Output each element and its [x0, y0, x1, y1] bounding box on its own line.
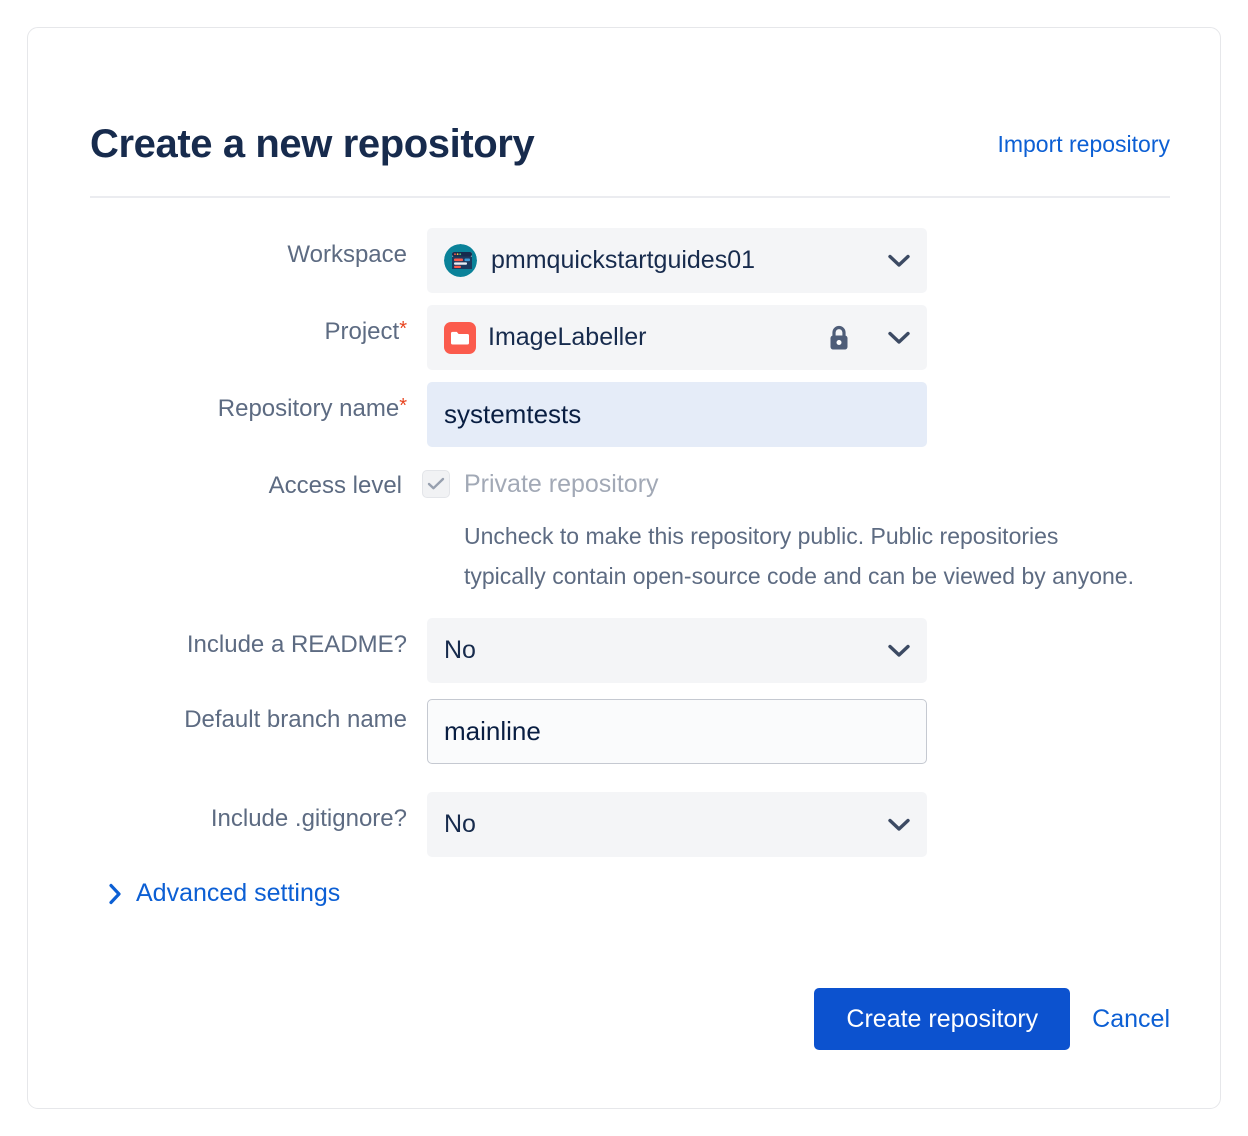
workspace-row: Workspace	[90, 228, 1170, 293]
advanced-settings-label: Advanced settings	[136, 879, 341, 908]
access-level-row: Access level Private repository Uncheck …	[90, 459, 1170, 596]
workspace-label: Workspace	[287, 241, 407, 268]
include-gitignore-select[interactable]: No	[427, 792, 927, 858]
private-repository-checkbox[interactable]	[422, 470, 450, 498]
default-branch-input[interactable]: mainline	[427, 699, 927, 765]
page-title: Create a new repository	[90, 122, 535, 166]
workspace-value: pmmquickstartguides01	[491, 246, 756, 274]
repository-name-label: Repository name*	[217, 395, 407, 422]
access-level-label: Access level	[268, 472, 402, 499]
include-gitignore-value: No	[444, 810, 476, 839]
repository-form: Workspace	[90, 228, 1170, 908]
private-repository-label: Private repository	[464, 469, 659, 498]
repository-name-row: Repository name* systemtests	[90, 382, 1170, 447]
default-branch-row: Default branch name mainline	[90, 699, 1170, 765]
project-label: Project*	[324, 318, 408, 345]
create-repository-button[interactable]: Create repository	[814, 988, 1071, 1050]
private-repository-checkbox-row[interactable]: Private repository	[422, 459, 1170, 505]
cancel-button[interactable]: Cancel	[1092, 1004, 1170, 1033]
lock-icon	[826, 323, 852, 353]
repository-name-required-mark: *	[399, 395, 407, 417]
chevron-down-icon	[888, 818, 910, 832]
include-readme-row: Include a README? No	[90, 618, 1170, 684]
project-value: ImageLabeller	[488, 323, 647, 351]
workspace-select[interactable]: pmmquickstartguides01	[427, 228, 927, 293]
folder-icon	[444, 321, 476, 354]
chevron-down-icon	[888, 254, 910, 268]
include-readme-value: No	[444, 636, 476, 665]
default-branch-label: Default branch name	[184, 706, 407, 734]
chevron-down-icon	[888, 644, 910, 658]
form-actions: Create repository Cancel	[90, 988, 1170, 1050]
chevron-down-icon	[888, 331, 910, 345]
create-repository-card: Create a new repository Import repositor…	[27, 27, 1221, 1109]
access-level-help-text: Uncheck to make this repository public. …	[464, 523, 1134, 589]
include-readme-label: Include a README?	[186, 631, 407, 659]
import-repository-link[interactable]: Import repository	[997, 131, 1170, 157]
card-header: Create a new repository Import repositor…	[90, 88, 1170, 198]
project-select[interactable]: ImageLabeller	[427, 305, 927, 370]
workspace-avatar-icon	[444, 244, 477, 277]
repository-name-input[interactable]: systemtests	[427, 382, 927, 447]
include-gitignore-label: Include .gitignore?	[210, 805, 407, 833]
include-gitignore-row: Include .gitignore? No	[90, 792, 1170, 858]
project-row: Project* ImageLabeller	[90, 305, 1170, 370]
chevron-right-icon	[108, 883, 122, 905]
advanced-settings-toggle[interactable]: Advanced settings	[108, 879, 1170, 908]
project-required-mark: *	[399, 318, 407, 340]
include-readme-select[interactable]: No	[427, 618, 927, 684]
header-divider	[90, 196, 1170, 198]
